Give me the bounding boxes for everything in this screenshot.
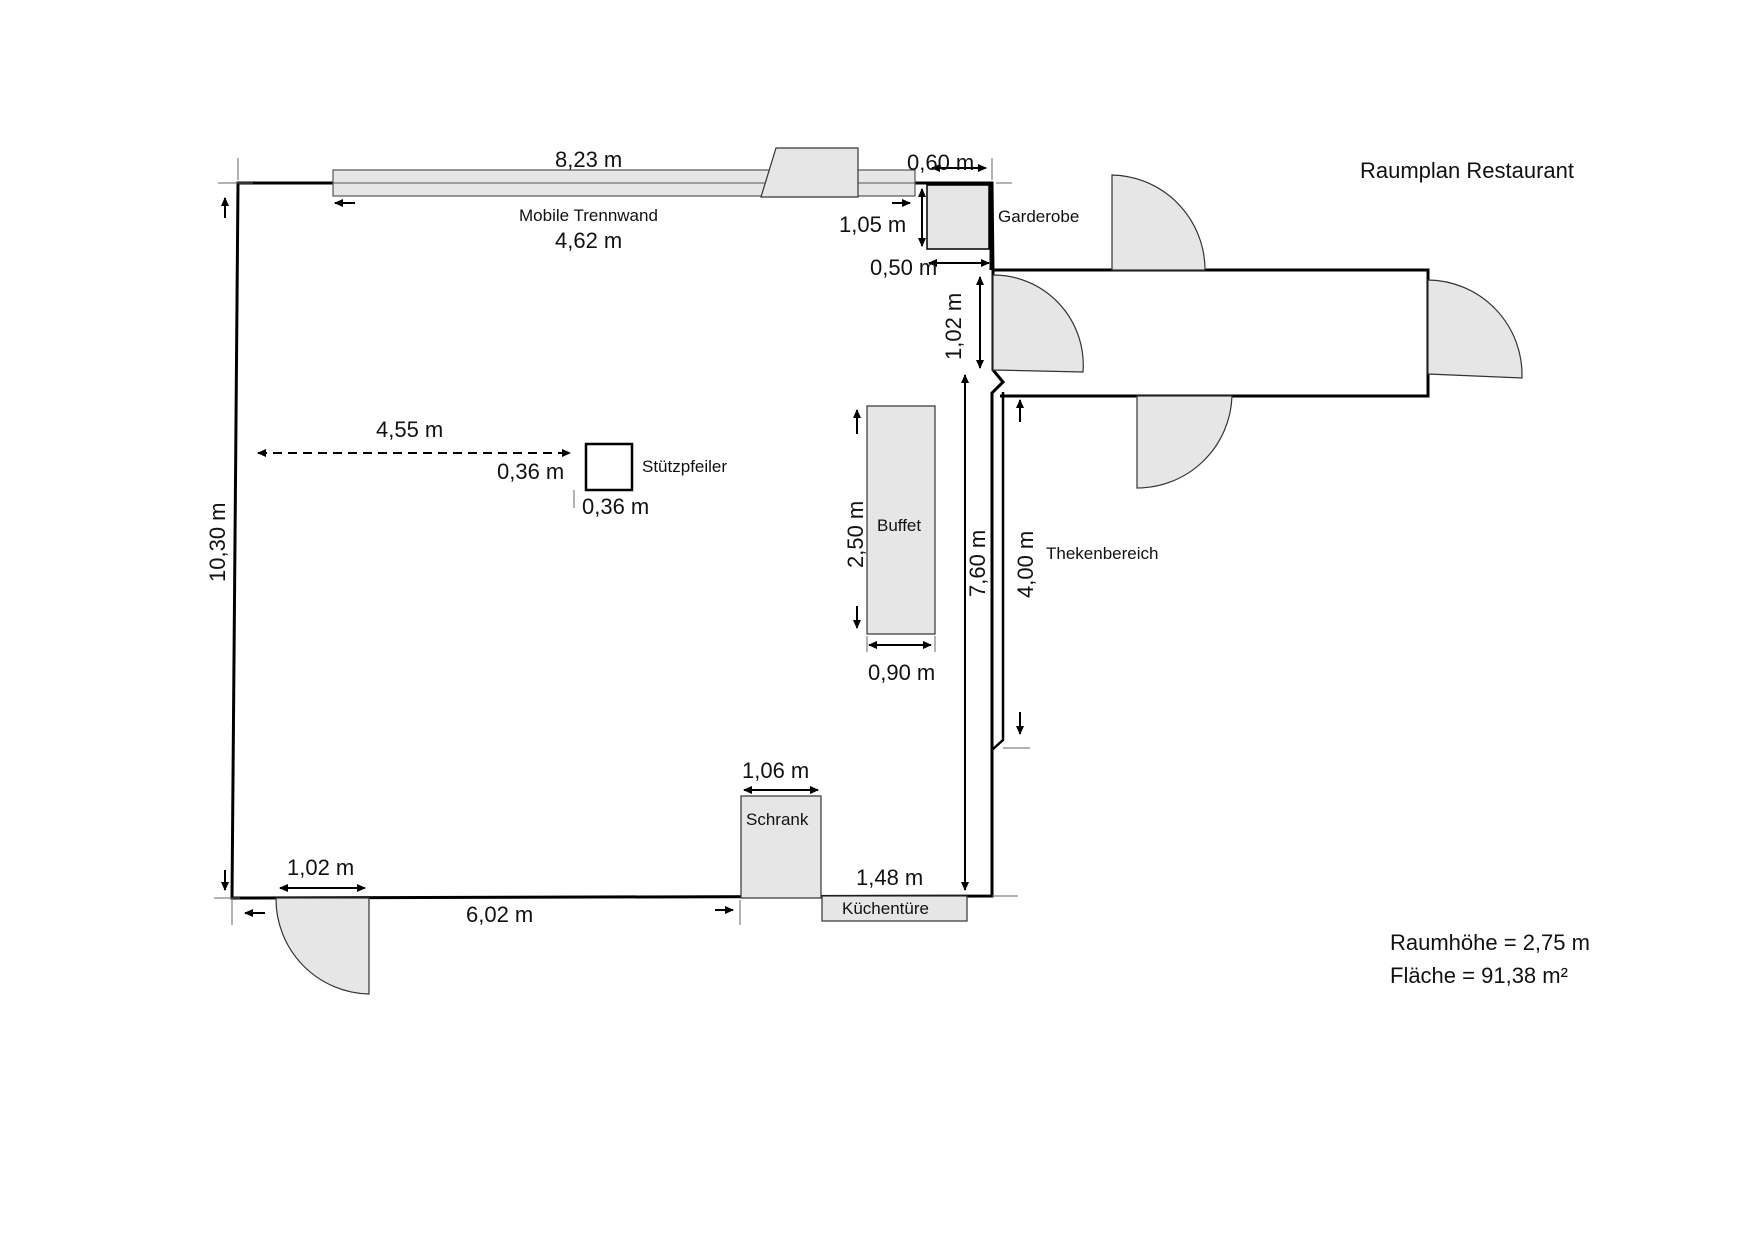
dim-partition-width: 4,62 m bbox=[555, 228, 622, 253]
dim-pillar-distance: 4,55 m bbox=[376, 417, 443, 442]
label-kitchen-door: Küchentüre bbox=[842, 899, 929, 918]
room-door-right bbox=[992, 274, 1084, 373]
dim-wardrobe-depth: 1,05 m bbox=[839, 212, 906, 237]
partition-door bbox=[760, 147, 859, 198]
entry-door bbox=[275, 897, 370, 995]
dim-entry-door: 1,02 m bbox=[287, 855, 354, 880]
label-wardrobe: Garderobe bbox=[998, 207, 1079, 226]
counter-wall bbox=[991, 392, 1005, 751]
corridor-door-right bbox=[1427, 279, 1523, 379]
label-pillar: Stützpfeiler bbox=[642, 457, 727, 476]
dimension-arrows bbox=[221, 164, 1024, 917]
corridor-door-top bbox=[1111, 174, 1206, 271]
dim-pillar-w: 0,36 m bbox=[582, 494, 649, 519]
dim-counter-length: 4,00 m bbox=[1013, 531, 1038, 598]
dim-buffet-length: 2,50 m bbox=[843, 501, 868, 568]
label-buffet: Buffet bbox=[877, 516, 921, 535]
buffet-box bbox=[866, 405, 936, 635]
dim-right-wall: 7,60 m bbox=[965, 530, 990, 597]
extension-lines bbox=[214, 158, 1030, 925]
dim-kitchen-door-width: 1,48 m bbox=[856, 865, 923, 890]
cabinet-box bbox=[740, 795, 822, 899]
room-height: Raumhöhe = 2,75 m bbox=[1390, 930, 1590, 955]
plan-title: Raumplan Restaurant bbox=[1360, 158, 1574, 183]
dim-pillar-h: 0,36 m bbox=[497, 459, 564, 484]
dim-buffet-width: 0,90 m bbox=[868, 660, 935, 685]
dim-bottom-wall: 6,02 m bbox=[466, 902, 533, 927]
dim-wardrobe-gap: 0,50 m bbox=[870, 255, 937, 280]
kitchen-door-box bbox=[821, 895, 968, 922]
dim-top-wall: 8,23 m bbox=[555, 147, 622, 172]
room-area: Fläche = 91,38 m² bbox=[1390, 963, 1568, 988]
dim-cabinet-width: 1,06 m bbox=[742, 758, 809, 783]
dim-wardrobe-width: 0,60 m bbox=[907, 150, 974, 175]
dim-door-right: 1,02 m bbox=[941, 293, 966, 360]
wardrobe-box bbox=[926, 184, 990, 250]
dim-left-wall: 10,30 m bbox=[205, 503, 230, 583]
corridor-door-bottom bbox=[1136, 395, 1233, 489]
label-cabinet: Schrank bbox=[746, 810, 809, 829]
label-partition: Mobile Trennwand bbox=[519, 206, 658, 225]
label-counter: Thekenbereich bbox=[1046, 544, 1158, 563]
pillar-box bbox=[584, 442, 634, 492]
